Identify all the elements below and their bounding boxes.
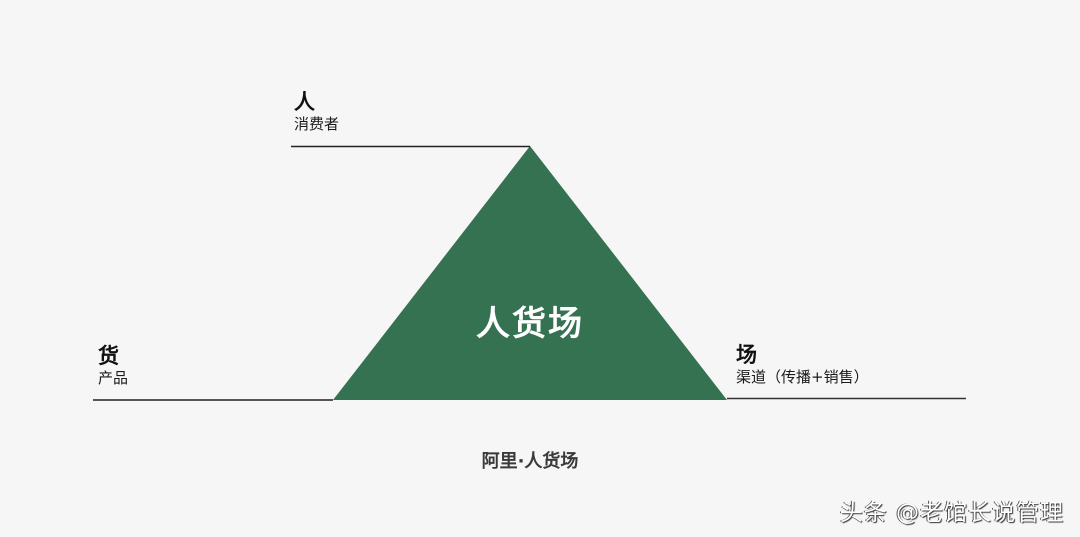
node-people: 人 消费者	[294, 90, 339, 134]
node-goods-title: 货	[98, 344, 119, 368]
watermark: 头条 @老馆长说管理	[839, 500, 1064, 526]
node-goods: 货 产品	[98, 344, 128, 388]
diagram-caption: 阿里·人货场	[481, 451, 579, 472]
node-place-title: 场	[736, 343, 757, 367]
node-place-subtitle: 渠道（传播+销售）	[736, 368, 869, 386]
triangle-shape	[333, 146, 727, 400]
node-goods-subtitle: 产品	[98, 369, 129, 387]
triangle-center-label: 人货场	[476, 304, 584, 344]
node-place: 场 渠道（传播+销售）	[736, 343, 869, 387]
node-people-subtitle: 消费者	[294, 115, 340, 133]
node-people-title: 人	[294, 90, 315, 114]
